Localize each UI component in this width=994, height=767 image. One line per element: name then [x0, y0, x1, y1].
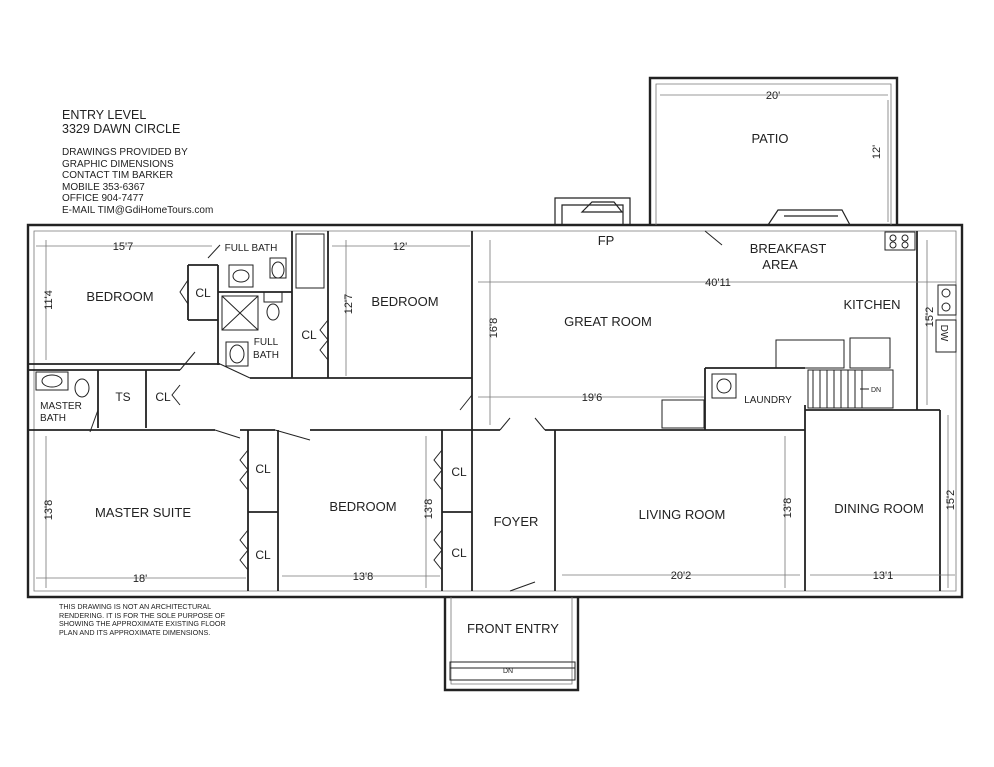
label-breakfast-area: AREA: [762, 257, 798, 272]
dim-patio-width: 20': [766, 90, 780, 102]
disclaimer-line: PLAN AND ITS APPROXIMATE DIMENSIONS.: [59, 627, 211, 637]
fixtures: [35, 231, 957, 681]
dim-master-depth: 13'8: [43, 500, 55, 520]
label-entry-stairs-down: DN: [503, 668, 513, 675]
disclaimer-line: THIS DRAWING IS NOT AN ARCHITECTURAL: [59, 602, 212, 611]
label-master-bath: MASTER: [40, 401, 82, 412]
dim-bedroom-s-depth: 13'8: [423, 499, 435, 519]
dim-great-room-depth: 16'8: [488, 318, 500, 338]
label-laundry: LAUNDRY: [744, 395, 792, 406]
credit-line: MOBILE 353-6367: [62, 181, 145, 193]
dimension-lines: [36, 94, 956, 588]
dim-living-width: 20'2: [671, 570, 691, 582]
disclaimer-line: RENDERING. IT IS FOR THE SOLE PURPOSE OF: [59, 610, 225, 620]
plan-title: ENTRY LEVEL: [62, 108, 147, 122]
door-swings: [89, 230, 723, 592]
label-master-bath-2: BATH: [40, 413, 66, 424]
label-closet: CL: [255, 462, 271, 476]
label-front-entry: FRONT ENTRY: [467, 621, 559, 636]
credit-line: CONTACT TIM BARKER: [62, 170, 174, 181]
label-dining-room: DINING ROOM: [834, 501, 924, 516]
label-full-bath-mid-2: BATH: [253, 350, 279, 361]
label-master-suite: MASTER SUITE: [95, 505, 191, 520]
room-labels: PATIO FP BREAKFAST AREA KITCHEN GREAT RO…: [40, 131, 949, 675]
interior-walls: [28, 231, 941, 591]
label-dishwasher: DW: [938, 325, 949, 342]
dim-bedroom-n-width: 12': [393, 241, 407, 253]
dim-master-width: 18': [133, 573, 147, 585]
label-full-bath-top: FULL BATH: [225, 243, 278, 254]
label-closet: CL: [451, 465, 467, 479]
label-great-room: GREAT ROOM: [564, 314, 652, 329]
exterior-walls: [26, 76, 964, 692]
label-closet: CL: [195, 286, 211, 300]
dim-living-depth: 13'8: [782, 498, 794, 518]
label-closet: CL: [155, 390, 171, 404]
label-bedroom-north: BEDROOM: [371, 294, 438, 309]
credit-line: OFFICE 904-7477: [62, 193, 144, 204]
label-breakfast: BREAKFAST: [750, 241, 827, 256]
dim-bedroom-s-width: 13'8: [353, 571, 373, 583]
credit-line: GRAPHIC DIMENSIONS: [62, 158, 174, 170]
label-ts: TS: [115, 390, 130, 404]
credit-line: E-MAIL TIM@GdiHomeTours.com: [62, 204, 214, 216]
label-stairs-down: DN: [871, 387, 881, 394]
dim-dining-depth: 15'2: [945, 490, 957, 510]
plan-address: 3329 DAWN CIRCLE: [62, 122, 181, 136]
credit-line: DRAWINGS PROVIDED BY: [62, 147, 188, 158]
dim-great-room-width: 40'11: [705, 277, 731, 289]
label-bedroom-northwest: BEDROOM: [86, 289, 153, 304]
label-closet: CL: [301, 328, 317, 342]
inner-wall-lines: [33, 83, 957, 685]
dim-dining-width: 13'1: [873, 570, 893, 582]
patio-details: [554, 197, 851, 226]
label-kitchen: KITCHEN: [843, 297, 900, 312]
disclaimer-line: SHOWING THE APPROXIMATE EXISTING FLOOR: [59, 619, 226, 629]
dimension-labels: 20' 12' 15'7 11'4 12' 12'7 40'11 16'8 19…: [43, 90, 957, 585]
dim-kitchen-depth: 15'2: [924, 307, 936, 327]
dim-bedroom-n-depth: 12'7: [343, 294, 355, 314]
dim-bedroom-nw-depth: 11'4: [43, 290, 55, 310]
label-fireplace: FP: [598, 233, 615, 248]
dim-bedroom-nw-width: 15'7: [113, 241, 133, 253]
plan-title-block: ENTRY LEVEL 3329 DAWN CIRCLE DRAWINGS PR…: [62, 108, 213, 216]
label-bedroom-south: BEDROOM: [329, 499, 396, 514]
disclaimer: THIS DRAWING IS NOT AN ARCHITECTURAL REN…: [59, 602, 279, 637]
label-full-bath-mid: FULL: [254, 337, 279, 348]
label-living-room: LIVING ROOM: [639, 507, 726, 522]
label-foyer: FOYER: [494, 514, 539, 529]
label-closet: CL: [255, 548, 271, 562]
dim-great-room-inner: 19'6: [582, 392, 602, 404]
label-patio: PATIO: [751, 131, 788, 146]
dim-patio-depth: 12': [871, 145, 883, 159]
label-closet: CL: [451, 546, 467, 560]
